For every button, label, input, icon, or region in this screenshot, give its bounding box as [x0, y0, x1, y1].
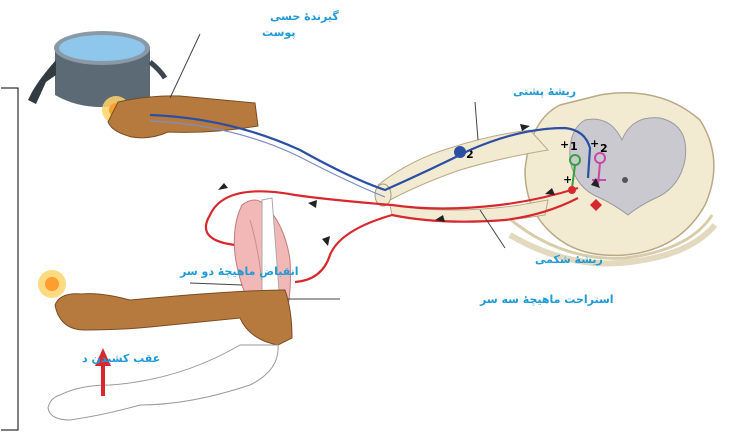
synapse-mark-2: 2: [600, 142, 608, 155]
label-ventral-root: ریشهٔ شکمی: [535, 253, 603, 266]
dorsal-root-ganglion: [378, 130, 548, 200]
synapse-mark-plus-3: +: [563, 173, 572, 186]
dorsal-root-pointer: [475, 102, 478, 140]
pain-burst-bottom: [38, 270, 66, 298]
receptor-pointer: [170, 34, 200, 98]
synapse-mark-1: 1: [570, 140, 578, 153]
biceps-pointer: [190, 283, 242, 285]
spinal-cord: [505, 93, 715, 264]
synapse-mark-plus-2: +: [590, 137, 599, 150]
label-arm-withdrawal: عقب کشیدن د: [82, 352, 160, 365]
label-triceps-relaxation: استراحت ماهیچهٔ سه سر: [479, 293, 614, 306]
synapse-mark-plus-1: +: [560, 138, 569, 151]
label-skin-receptor: گیرندهٔ حسی: [270, 10, 339, 23]
label-dorsal-root: ریشهٔ پشتی: [513, 85, 576, 98]
frame-border: [1, 88, 18, 430]
label-skin: پوست: [262, 26, 296, 39]
lower-forearm: [55, 290, 292, 345]
hot-pot: [28, 31, 165, 107]
label-biceps-contraction: انقباض ماهیچهٔ دو سر: [179, 265, 299, 278]
